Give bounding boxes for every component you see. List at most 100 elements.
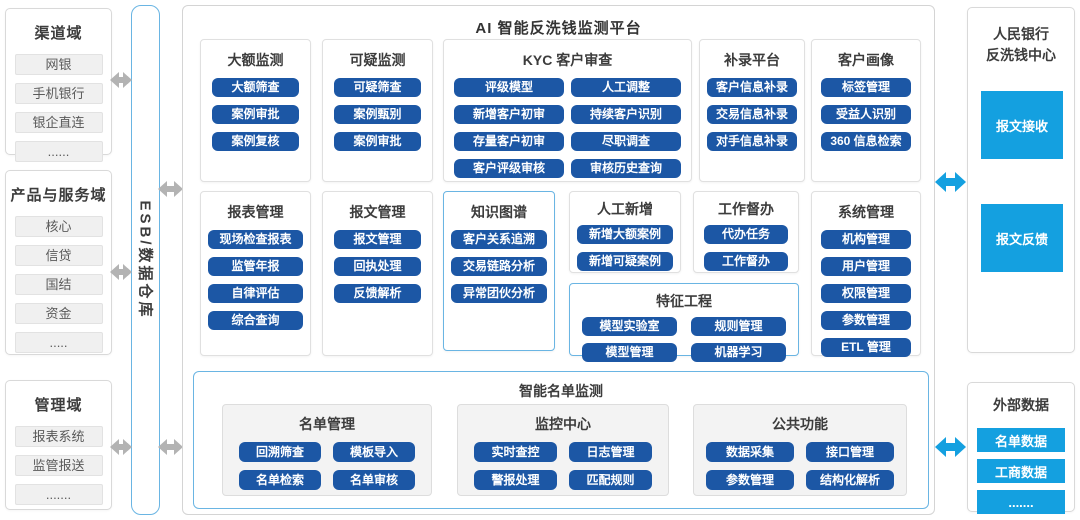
feature-node: 实时查控 — [474, 442, 557, 462]
feature-node: 机构管理 — [821, 230, 911, 249]
message-receive-cell: 报文接收 — [981, 91, 1063, 159]
module-title: 系统管理 — [838, 204, 894, 220]
feature-node: 规则管理 — [691, 317, 786, 336]
product-item: 核心 — [14, 216, 103, 237]
product-service-domain-box: 产品与服务域 核心 信贷 国结 资金 ..... — [5, 170, 112, 355]
feature-node: 交易链路分析 — [451, 257, 547, 276]
channel-domain-box: 渠道域 网银 手机银行 银企直连 ...... — [5, 8, 112, 162]
product-service-domain-title: 产品与服务域 — [10, 187, 107, 204]
module-large-amount-monitoring: 大额监测 大额筛查 案例审批 案例复核 — [200, 39, 311, 182]
data-flow-arrow — [110, 264, 132, 280]
feature-node: 案例审批 — [212, 105, 299, 124]
data-flow-arrow — [110, 439, 132, 455]
module-title: 补录平台 — [724, 52, 780, 68]
feature-node: ETL 管理 — [821, 338, 911, 357]
module-title: 大额监测 — [227, 52, 284, 68]
group-title: 公共功能 — [772, 416, 828, 432]
feature-node: 案例复核 — [212, 132, 299, 151]
feature-node: 客户信息补录 — [707, 78, 797, 97]
feature-node: 代办任务 — [704, 225, 788, 244]
feature-node: 大额筛查 — [212, 78, 299, 97]
module-system-management: 系统管理 机构管理 用户管理 权限管理 参数管理 ETL 管理 — [811, 191, 921, 357]
module-manual-add: 人工新增 新增大额案例 新增可疑案例 — [569, 191, 681, 273]
management-domain-box: 管理域 报表系统 监管报送 ....... — [5, 380, 112, 510]
external-data-title: 外部数据 — [993, 397, 1049, 413]
feature-node: 数据采集 — [706, 442, 794, 462]
feature-node: 异常团伙分析 — [451, 284, 547, 303]
feature-node: 审核历史查询 — [571, 159, 681, 178]
feature-node: 持续客户识别 — [571, 105, 681, 124]
feature-node: 自律评估 — [208, 284, 303, 303]
management-item: 报表系统 — [14, 426, 103, 447]
pboc-title-line1: 人民银行 — [993, 26, 1049, 42]
feature-node: 尽职调查 — [571, 132, 681, 151]
pboc-aml-center-box: 人民银行 反洗钱中心 报文接收 报文反馈 — [967, 7, 1075, 353]
feature-node: 可疑筛查 — [334, 78, 421, 97]
product-item: 信贷 — [14, 245, 103, 266]
data-flow-arrow — [935, 172, 966, 192]
module-work-supervision: 工作督办 代办任务 工作督办 — [693, 191, 799, 273]
module-title: 报文管理 — [349, 204, 406, 220]
module-title: KYC 客户审查 — [522, 52, 613, 68]
feature-node: 机器学习 — [691, 343, 786, 362]
feature-node: 回执处理 — [334, 257, 421, 276]
channel-item: 网银 — [14, 54, 103, 75]
module-title: 知识图谱 — [471, 204, 527, 220]
feature-node: 模型实验室 — [582, 317, 677, 336]
external-data-item-more: ....... — [977, 490, 1065, 514]
feature-node: 警报处理 — [474, 470, 557, 490]
management-domain-title: 管理域 — [34, 397, 83, 414]
smart-list-title: 智能名单监测 — [519, 383, 603, 399]
group-common-functions: 公共功能 数据采集 接口管理 参数管理 结构化解析 — [693, 404, 907, 496]
module-title: 特征工程 — [656, 293, 712, 309]
feature-node: 客户评级审核 — [454, 159, 564, 178]
product-item: 国结 — [14, 274, 103, 295]
feature-node: 模板导入 — [333, 442, 415, 462]
module-kyc-review: KYC 客户审查 评级模型 人工调整 新增客户初审 持续客户识别 存量客户初审 … — [443, 39, 692, 182]
feature-node: 接口管理 — [806, 442, 894, 462]
module-title: 客户画像 — [838, 52, 894, 68]
data-flow-arrow — [158, 181, 183, 197]
external-data-box: 外部数据 名单数据 工商数据 ....... — [967, 382, 1075, 514]
feature-node: 人工调整 — [571, 78, 681, 97]
data-flow-arrow — [935, 437, 966, 457]
group-monitoring-center: 监控中心 实时查控 日志管理 警报处理 匹配规则 — [457, 404, 669, 496]
feature-node: 360 信息检索 — [821, 132, 911, 151]
smart-list-monitoring-box: 智能名单监测 名单管理 回溯筛查 模板导入 名单检索 名单审核 监控中心 实时查… — [193, 371, 929, 509]
management-item: 监管报送 — [14, 455, 103, 476]
feature-node: 权限管理 — [821, 284, 911, 303]
feature-node: 反馈解析 — [334, 284, 421, 303]
feature-node: 工作督办 — [704, 252, 788, 271]
feature-node: 存量客户初审 — [454, 132, 564, 151]
product-item-more: ..... — [14, 332, 103, 353]
feature-node: 报文管理 — [334, 230, 421, 249]
product-item: 资金 — [14, 303, 103, 324]
feature-node: 受益人识别 — [821, 105, 911, 124]
module-title: 可疑监测 — [349, 52, 406, 68]
feature-node: 对手信息补录 — [707, 132, 797, 151]
channel-item: 银企直连 — [14, 112, 103, 133]
module-supplement-platform: 补录平台 客户信息补录 交易信息补录 对手信息补录 — [699, 39, 805, 182]
group-title: 监控中心 — [535, 416, 591, 432]
feature-node: 案例甄别 — [334, 105, 421, 124]
group-title: 名单管理 — [299, 416, 355, 432]
esb-label: ESB/数据仓库 — [136, 200, 153, 320]
data-flow-arrow — [110, 72, 132, 88]
feature-node: 匹配规则 — [569, 470, 652, 490]
feature-node: 参数管理 — [821, 311, 911, 330]
aml-platform-box: AI 智能反洗钱监测平台 大额监测 大额筛查 案例审批 案例复核 可疑监测 可疑… — [182, 5, 935, 515]
module-knowledge-graph: 知识图谱 客户关系追溯 交易链路分析 异常团伙分析 — [443, 191, 555, 351]
feature-node: 综合查询 — [208, 311, 303, 330]
feature-node: 日志管理 — [569, 442, 652, 462]
platform-title: AI 智能反洗钱监测平台 — [475, 20, 642, 37]
channel-domain-title: 渠道域 — [34, 25, 83, 42]
module-suspicious-monitoring: 可疑监测 可疑筛查 案例甄别 案例审批 — [322, 39, 433, 182]
feature-node: 评级模型 — [454, 78, 564, 97]
feature-node: 新增客户初审 — [454, 105, 564, 124]
feature-node: 监管年报 — [208, 257, 303, 276]
management-item-more: ....... — [14, 484, 103, 505]
message-feedback-cell: 报文反馈 — [981, 204, 1063, 272]
data-flow-arrow — [158, 439, 183, 455]
feature-node: 案例审批 — [334, 132, 421, 151]
